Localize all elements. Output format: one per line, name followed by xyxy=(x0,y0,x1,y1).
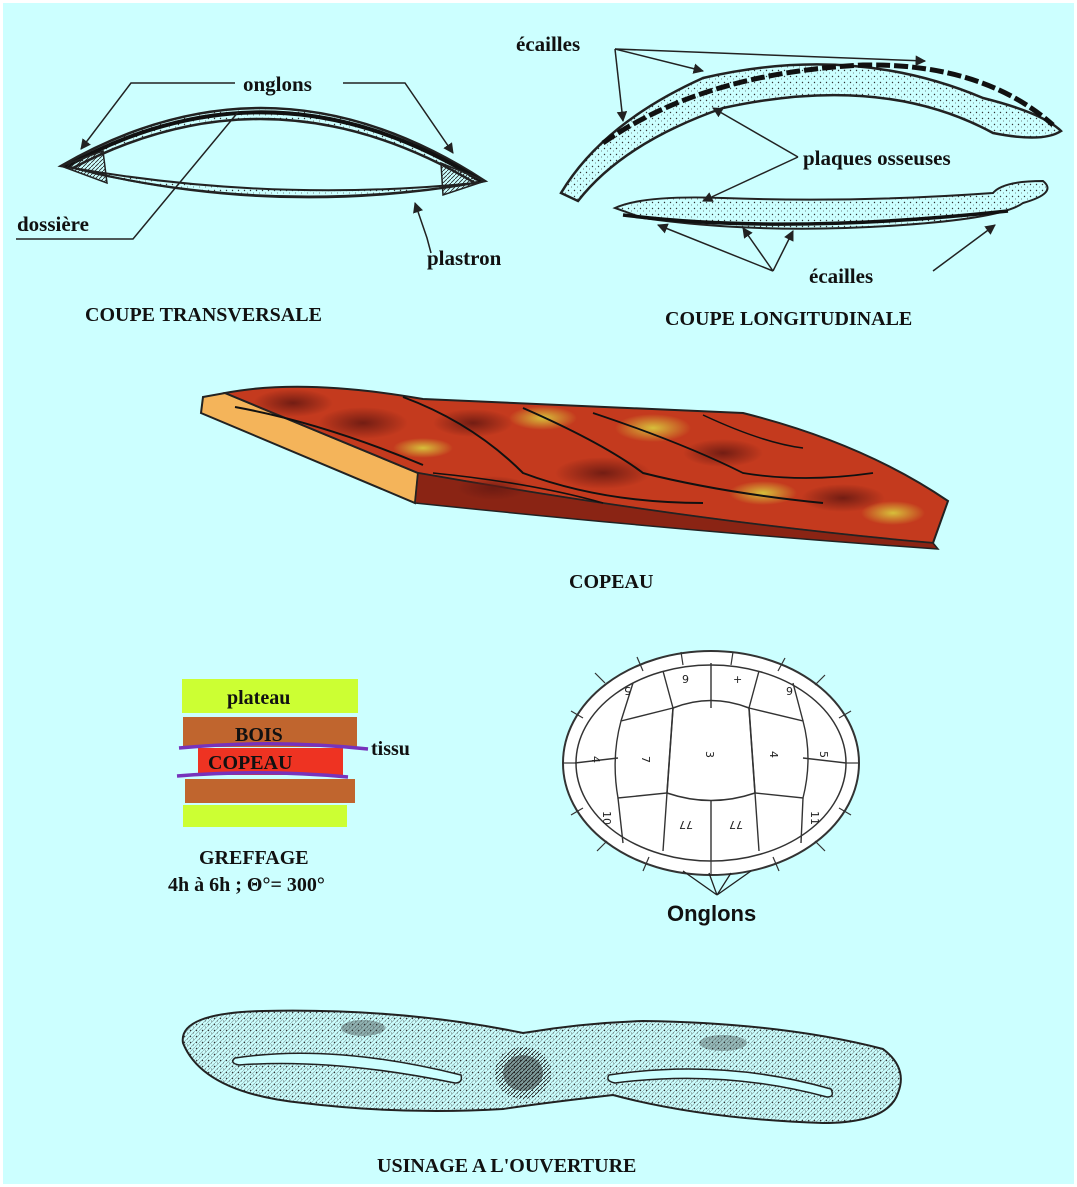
longitudinal-section-figure: écailles plaques osseuses écailles COUPE… xyxy=(516,32,1061,330)
scute-number: 5 xyxy=(817,751,830,758)
greffage-figure: plateau BOIS COPEAU tissu GREFFAGE 4h à … xyxy=(168,679,410,896)
scute-number: 77 xyxy=(729,818,743,831)
layer-bois-bottom xyxy=(185,779,355,803)
scute-number: 11 xyxy=(808,811,821,825)
shell-figure: 5 6 + 6 4 7 3 4 5 10 77 77 11 Onglons xyxy=(563,651,859,926)
layer-label-plateau: plateau xyxy=(227,687,290,709)
scute-number: 6 xyxy=(682,672,689,685)
label-plastron: plastron xyxy=(427,246,502,270)
scute-number: 7 xyxy=(639,756,652,763)
diagram-svg: onglons dossière plastron COUPE TRANSVER… xyxy=(3,3,1074,1184)
copeau-figure: COPEAU xyxy=(201,387,948,593)
scute-number: 77 xyxy=(679,818,693,831)
scute-number: + xyxy=(733,673,742,686)
scute-number: 10 xyxy=(600,811,613,825)
layer-label-copeau: COPEAU xyxy=(208,752,292,774)
label-ecailles-top: écailles xyxy=(516,32,580,56)
dossiere-shell xyxy=(61,108,485,183)
scute-number: 5 xyxy=(624,684,631,697)
label-tissu: tissu xyxy=(371,738,410,760)
scute-number: 4 xyxy=(767,751,780,758)
caption-coupe-longitudinale: COUPE LONGITUDINALE xyxy=(665,308,912,330)
caption-greffage: GREFFAGE xyxy=(199,847,309,869)
scute-number: 6 xyxy=(786,684,793,697)
caption-copeau: COPEAU xyxy=(569,571,653,593)
usinage-figure: USINAGE A L'OUVERTURE xyxy=(183,1011,901,1177)
plastron-shell xyxy=(73,168,475,197)
label-dossiere: dossière xyxy=(17,212,89,236)
layer-plateau-bottom xyxy=(183,805,347,827)
scute-number: 3 xyxy=(703,751,716,758)
label-ecailles-bottom: écailles xyxy=(809,264,873,288)
layer-label-bois: BOIS xyxy=(235,724,283,746)
scute-number: 4 xyxy=(589,756,602,763)
caption-coupe-transversale: COUPE TRANSVERSALE xyxy=(85,304,322,326)
caption-usinage: USINAGE A L'OUVERTURE xyxy=(377,1155,636,1177)
diagram-canvas: onglons dossière plastron COUPE TRANSVER… xyxy=(3,3,1074,1184)
label-onglons-shell: Onglons xyxy=(667,901,756,926)
transverse-section-figure: onglons dossière plastron COUPE TRANSVER… xyxy=(16,72,502,326)
caption-greffage-conditions: 4h à 6h ; Θ°= 300° xyxy=(168,874,325,896)
label-plaques-osseuses: plaques osseuses xyxy=(803,146,951,170)
label-onglons: onglons xyxy=(243,72,312,96)
